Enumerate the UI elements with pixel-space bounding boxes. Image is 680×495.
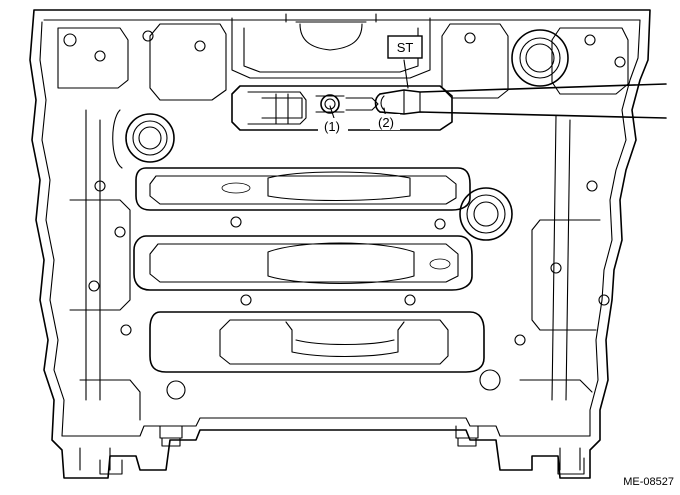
callout-1-label: (1) [324,119,340,134]
callout-2-label: (2) [378,115,394,130]
crank-pulley-bolt [231,85,453,131]
engine-block-casting [29,9,651,479]
upper-bearing-area [57,13,629,101]
right-middle-bore [459,187,513,241]
block-ribs [69,109,610,421]
crank-bay-middle [133,235,473,291]
st-label: ST [397,40,414,55]
crank-bay-upper [135,167,471,211]
right-upper-bore [511,29,569,87]
leader-lines [329,59,409,119]
st-label-box: ST [387,35,423,59]
figure-id: ME-08527 [623,476,674,488]
special-tool [374,83,667,119]
crank-bay-lower [149,311,485,373]
left-oil-bore [112,109,175,169]
bottom-bolts [99,425,585,475]
